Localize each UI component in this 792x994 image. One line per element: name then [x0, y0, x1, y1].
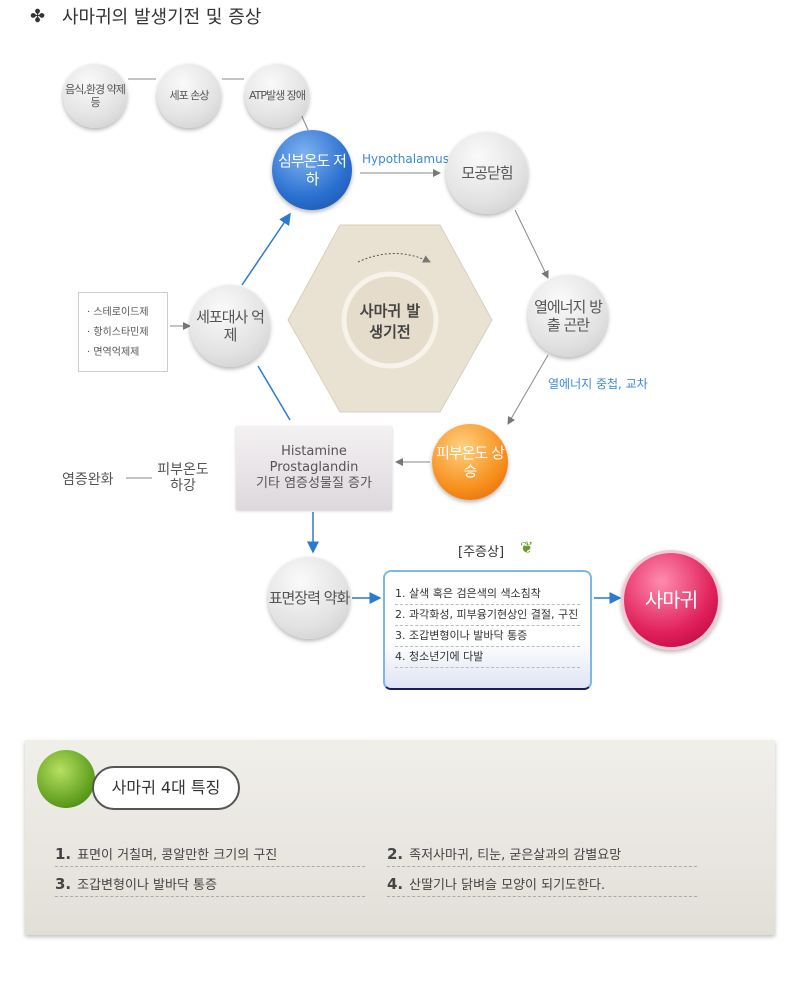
apple-icon — [37, 750, 95, 808]
node-pore: 모공닫힘 — [446, 132, 528, 214]
features-title: 사마귀 4대 특징 — [92, 766, 240, 810]
symptom-item: 4. 청소년기에 다발 — [395, 647, 580, 668]
symptom-item: 1. 살색 혹은 검은색의 색소침착 — [395, 584, 580, 605]
inflammation-relief: 염증완화 — [62, 472, 114, 488]
skin-temp-down: 피부온도 하강 — [157, 462, 209, 495]
feature-item: 3.조갑변형이나 발바닥 통증 — [55, 872, 365, 897]
heat-note: 열에너지 중첩, 교차 — [548, 377, 648, 391]
hypothalamus-label: Hypothalamus — [362, 152, 449, 166]
node-result: 사마귀 — [621, 550, 721, 650]
feature-item: 2.족저사마귀, 티눈, 굳은살과의 감별요망 — [387, 842, 697, 867]
node-skin-temp-up: 피부온도 상승 — [432, 424, 508, 500]
node-cell-damage: 세포 손상 — [157, 64, 221, 128]
feature-item: 4.산딸기나 닭벼슬 모양이 되기도한다. — [387, 872, 697, 897]
symptom-item: 3. 조갑변형이나 발바닥 통증 — [395, 626, 580, 647]
feature-item: 1.표면이 거칠며, 콩알만한 크기의 구진 — [55, 842, 365, 867]
connector-lines — [126, 78, 622, 604]
node-metabolism: 세포대사 억제 — [190, 285, 270, 367]
drug-list: · 스테로이드제· 항히스타민제· 면역억제제 — [78, 292, 168, 372]
clover-icon: ✤ — [30, 6, 46, 27]
node-atp: ATP발생 장애 — [245, 64, 309, 128]
features-panel: 사마귀 4대 특징 1.표면이 거칠며, 콩알만한 크기의 구진 2.족저사마귀… — [25, 740, 775, 935]
node-surface: 표면장력 약화 — [268, 557, 350, 639]
node-heat: 열에너지 방출 곤란 — [528, 275, 608, 357]
symptom-item: 2. 과각화성, 피부융기현상인 결절, 구진 — [395, 605, 580, 626]
symptoms-label: [주증상] — [458, 545, 505, 560]
node-food: 음식,환경 약제등 — [63, 64, 127, 128]
node-core-temp: 심부온도 저하 — [272, 130, 352, 210]
center-label: 사마귀 발생기전 — [359, 302, 421, 341]
leaf-icon: ❦ — [520, 538, 534, 557]
page-title: 사마귀의 발생기전 및 증상 — [62, 7, 262, 28]
symptoms-box: 1. 살색 혹은 검은색의 색소침착 2. 과각화성, 피부융기현상인 결절, … — [383, 570, 592, 690]
